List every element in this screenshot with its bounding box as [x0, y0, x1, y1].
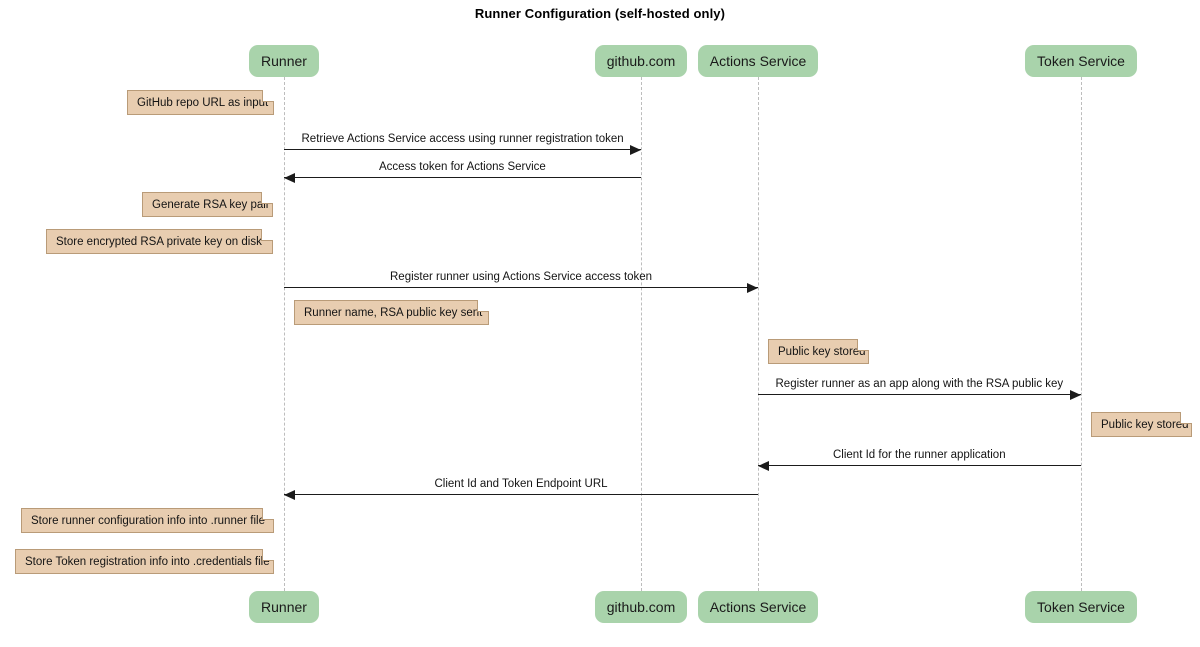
note-text: Runner name, RSA public key sent [304, 306, 483, 319]
message-label-6: Client Id and Token Endpoint URL [434, 478, 608, 490]
participant-footer-runner[interactable]: Runner [249, 591, 319, 623]
participant-footer-token[interactable]: Token Service [1025, 591, 1137, 623]
note-1: GitHub repo URL as input [127, 90, 274, 115]
note-text: GitHub repo URL as input [137, 96, 269, 109]
arrowhead-left-icon [758, 461, 769, 471]
message-line-5 [758, 461, 1081, 471]
lifeline-github [641, 77, 642, 591]
note-8: Store Token registration info into .cred… [15, 549, 274, 574]
participant-label: Runner [261, 53, 307, 69]
note-3: Store encrypted RSA private key on disk [46, 229, 273, 254]
note-7: Store runner configuration info into .ru… [21, 508, 274, 533]
note-text: Store Token registration info into .cred… [25, 555, 270, 568]
message-label-5: Client Id for the runner application [833, 449, 1006, 461]
note-6: Public key stored [1091, 412, 1192, 437]
message-line-1 [284, 145, 641, 155]
message-label-1: Retrieve Actions Service access using ru… [301, 133, 624, 145]
participant-label: github.com [606, 53, 676, 69]
participant-label: Actions Service [709, 599, 807, 615]
lifeline-actions [758, 77, 759, 591]
message-label-4: Register runner as an app along with the… [775, 378, 1064, 390]
participant-footer-actions[interactable]: Actions Service [698, 591, 818, 623]
lifeline-runner [284, 77, 285, 591]
lifeline-token [1081, 77, 1082, 591]
message-line-3 [284, 283, 758, 293]
note-4: Runner name, RSA public key sent [294, 300, 489, 325]
message-label-2: Access token for Actions Service [379, 161, 546, 173]
message-line-2 [284, 173, 641, 183]
participant-label: Runner [261, 599, 307, 615]
participant-header-runner[interactable]: Runner [249, 45, 319, 77]
message-line-6 [284, 490, 758, 500]
participant-label: github.com [606, 599, 676, 615]
arrowhead-right-icon [747, 283, 758, 293]
note-fold-corner-icon [262, 508, 274, 520]
note-text: Generate RSA key pair [152, 198, 270, 211]
note-fold-corner-icon [261, 229, 273, 241]
participant-header-token[interactable]: Token Service [1025, 45, 1137, 77]
note-text: Store runner configuration info into .ru… [31, 514, 265, 527]
note-text: Store encrypted RSA private key on disk [56, 235, 262, 248]
message-label-3: Register runner using Actions Service ac… [390, 271, 653, 283]
note-fold-corner-icon [1180, 412, 1192, 424]
participant-footer-github[interactable]: github.com [595, 591, 687, 623]
arrowhead-left-icon [284, 490, 295, 500]
participant-label: Token Service [1037, 599, 1125, 615]
note-fold-corner-icon [477, 300, 489, 312]
arrowhead-right-icon [1070, 390, 1081, 400]
participant-label: Token Service [1037, 53, 1125, 69]
diagram-title: Runner Configuration (self-hosted only) [474, 6, 726, 21]
note-fold-corner-icon [262, 549, 274, 561]
note-2: Generate RSA key pair [142, 192, 273, 217]
participant-header-actions[interactable]: Actions Service [698, 45, 818, 77]
note-text: Public key stored [1101, 418, 1189, 431]
note-fold-corner-icon [261, 192, 273, 204]
participant-label: Actions Service [709, 53, 807, 69]
note-fold-corner-icon [262, 90, 274, 102]
arrowhead-left-icon [284, 173, 295, 183]
note-5: Public key stored [768, 339, 869, 364]
note-fold-corner-icon [857, 339, 869, 351]
arrowhead-right-icon [630, 145, 641, 155]
message-line-4 [758, 390, 1081, 400]
participant-header-github[interactable]: github.com [595, 45, 687, 77]
note-text: Public key stored [778, 345, 866, 358]
